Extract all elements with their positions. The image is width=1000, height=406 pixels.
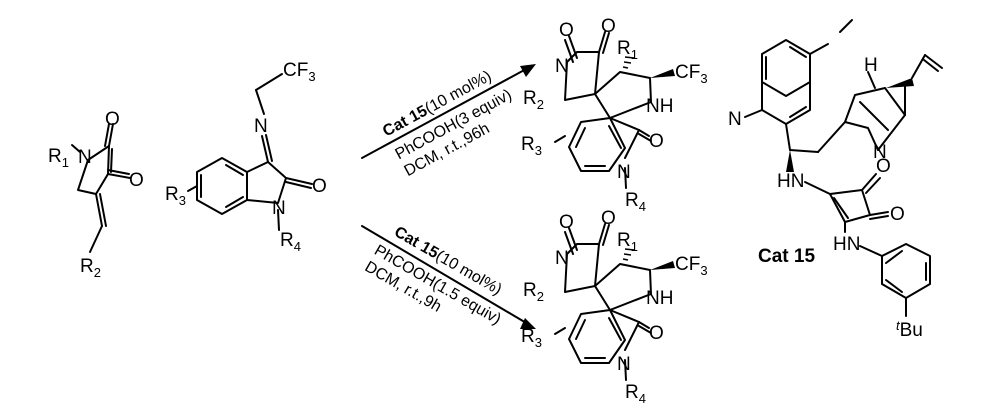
product-top-n-oxindole: N — [617, 162, 631, 183]
product-bottom-n-lactam: N — [555, 248, 569, 269]
product-bottom-r4: R4 — [625, 382, 646, 406]
product-top-o2: O — [601, 16, 616, 37]
catalyst-tbu: tBu — [896, 318, 923, 341]
product-bottom: O O R1 CF3 N R2 NH R3 O N R4 — [521, 208, 708, 406]
reactant1-n: N — [78, 147, 92, 168]
reactant1-r2: R2 — [80, 256, 101, 280]
reactant-1-pyrrolidinedione: R1 N O O R2 — [48, 109, 144, 280]
reactant1-oxygen-side: O — [129, 170, 144, 191]
product-top-r3: R3 — [521, 134, 542, 158]
reactant1-r1: R1 — [48, 146, 69, 170]
product-top-n-lactam: N — [555, 56, 569, 77]
catalyst-h: H — [864, 55, 878, 76]
reactant2-ring-n: N — [272, 198, 286, 219]
product-bottom-o2: O — [601, 208, 616, 229]
product-bottom-cf3: CF3 — [675, 254, 708, 278]
catalyst-name-label: Cat 15 — [758, 246, 815, 267]
arrow-head-bottom — [520, 318, 536, 329]
product-bottom-o-oxindole: O — [649, 323, 664, 344]
reactant2-imine-n: N — [254, 116, 268, 137]
catalyst-15-structure: N H N HN O O HN tBu Cat 15 — [728, 19, 943, 341]
product-top: O O R1 CF3 N R2 NH R3 O N R4 — [521, 16, 708, 214]
reaction-bottom: Cat 15(10 mol%) PhCOOH(1.5 equiv) DCM, r… — [361, 223, 536, 329]
product-top-nh: NH — [646, 96, 673, 117]
catalyst-o-top: O — [876, 156, 891, 177]
product-bottom-o1: O — [559, 212, 574, 233]
reactant2-cf3: CF3 — [283, 60, 316, 84]
reactant-2-isatin-ketimine: CF3 N R3 O N R4 — [165, 60, 327, 254]
product-bottom-r3: R3 — [521, 326, 542, 350]
product-top-r4: R4 — [625, 190, 646, 214]
catalyst-quinoline-n: N — [728, 109, 742, 130]
product-bottom-r1: R1 — [617, 230, 638, 254]
product-top-r1: R1 — [617, 38, 638, 62]
reactant1-oxygen-top: O — [105, 109, 120, 130]
catalyst-hn-top: HN — [777, 171, 804, 192]
product-top-o-oxindole: O — [649, 131, 664, 152]
product-top-r2: R2 — [523, 88, 544, 112]
catalyst-quinuclidine-n: N — [873, 142, 887, 163]
reactant2-r3: R3 — [165, 184, 186, 208]
product-bottom-r2: R2 — [523, 280, 544, 304]
product-bottom-n-oxindole: N — [617, 354, 631, 375]
product-bottom-nh: NH — [646, 288, 673, 309]
catalyst-hn-bottom: HN — [833, 234, 860, 255]
reaction-top: Cat 15(10 mol%) PhCOOH(3 equiv) DCM, r.t… — [361, 64, 536, 180]
product-top-cf3: CF3 — [675, 62, 708, 86]
reactant2-r4: R4 — [280, 230, 301, 254]
arrow-head-top — [520, 64, 536, 77]
reactant2-oxygen: O — [312, 176, 327, 197]
product-top-o1: O — [559, 20, 574, 41]
catalyst-o-right: O — [890, 204, 905, 225]
